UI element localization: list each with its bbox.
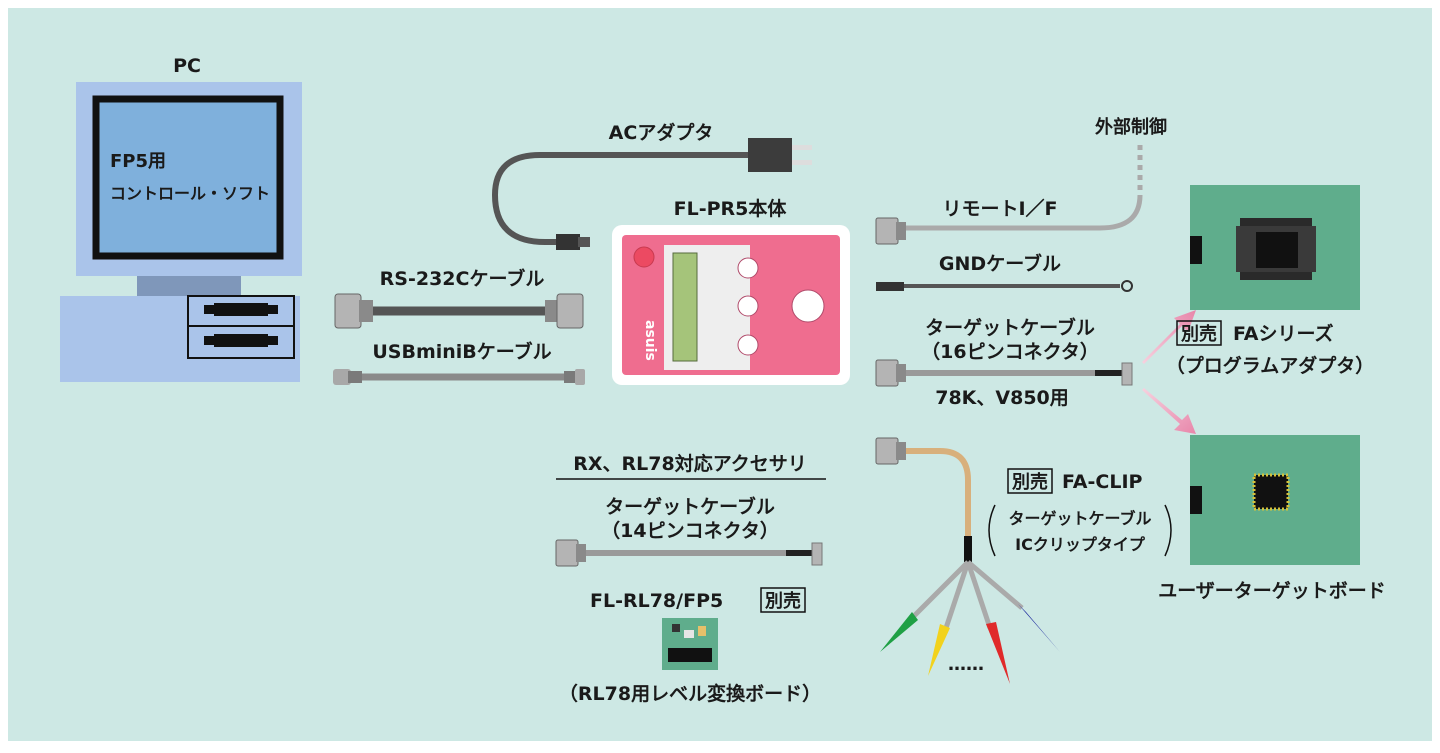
rl78-level-board-label: （RL78用レベル変換ボード） — [559, 682, 821, 705]
clip-green — [880, 612, 918, 652]
target-cable-16-line1: ターゲットケーブル — [925, 316, 1095, 339]
clip-blue — [1018, 604, 1060, 652]
user-target-board: ユーザーターゲットボード — [1158, 435, 1386, 602]
arrow-to-user-board — [1142, 388, 1196, 434]
user-target-board-label: ユーザーターゲットボード — [1158, 580, 1386, 602]
usb-cable-label: USBminiBケーブル — [372, 340, 551, 363]
clip-yellow — [928, 624, 950, 676]
external-control-label: 外部制御 — [1095, 116, 1167, 138]
rs232c-cable: RS-232Cケーブル — [334, 267, 584, 329]
fa-clip-tag — [1007, 468, 1053, 494]
fa-series-sub: （プログラムアダプタ） — [1166, 354, 1374, 377]
clip-red — [986, 622, 1010, 684]
clip-dots: …… — [948, 654, 984, 675]
gnd-cable: GNDケーブル — [876, 252, 1133, 292]
target-ic-chip — [1252, 473, 1290, 511]
for-78k-v850-label: 78K、V850用 — [935, 387, 1069, 409]
rx-rl78-accessory-label: RX、RL78対応アクセサリ — [573, 452, 807, 475]
unit-button-3 — [737, 334, 759, 356]
svg-text:別売: 別売 — [765, 590, 801, 612]
arrow-to-fa-series — [1142, 310, 1196, 364]
ac-adapter-label: ACアダプタ — [609, 121, 714, 144]
remote-if-cable: 外部制御 リモートI／F — [875, 116, 1167, 245]
unit-button-1 — [737, 257, 759, 279]
lcd-screen — [672, 252, 698, 362]
gnd-cable-label: GNDケーブル — [939, 252, 1061, 275]
fa-series-label: FAシリーズ — [1233, 322, 1334, 345]
target-cable-16-line2: （16ピンコネクタ） — [921, 340, 1099, 363]
power-led — [633, 246, 655, 268]
target-cable-14-line1: ターゲットケーブル — [605, 495, 775, 518]
fl-pr5-unit: FL-PR5本体 asuis — [612, 197, 850, 385]
fa-clip-sub-line1: ターゲットケーブル — [1008, 509, 1151, 528]
unit-big-button — [791, 289, 825, 323]
fa-clip-cable: …… 別売 FA-CLIP ターゲットケーブル ICクリップタイプ — [875, 437, 1172, 684]
fl-rl78-tag — [760, 587, 806, 613]
main-unit-label: FL-PR5本体 — [674, 197, 788, 220]
rs232c-cable-label: RS-232Cケーブル — [380, 267, 545, 290]
pc-label: PC — [173, 55, 201, 77]
fa-clip-sub-line2: ICクリップタイプ — [1015, 535, 1146, 554]
fl-rl78-label: FL-RL78/FP5 — [590, 590, 723, 612]
pc-software-line2: コントロール・ソフト — [110, 184, 270, 203]
fa-series-tag — [1176, 320, 1222, 346]
unit-button-2 — [737, 295, 759, 317]
fa-series-board: 別売 FAシリーズ （プログラムアダプタ） — [1166, 185, 1374, 377]
level-converter-board — [662, 618, 718, 670]
svg-text:別売: 別売 — [1012, 471, 1048, 493]
svg-text:別売: 別売 — [1181, 323, 1217, 345]
pc-screen — [92, 95, 284, 260]
remote-if-label: リモートI／F — [942, 197, 1057, 220]
ac-adapter: ACアダプタ — [491, 121, 812, 250]
pc-illustration: PC FP5用 コントロール・ソフト — [60, 55, 302, 382]
pc-software-line1: FP5用 — [110, 151, 166, 172]
target-cable-14-line2: （14ピンコネクタ） — [601, 519, 779, 542]
pc-stand — [137, 276, 241, 296]
usb-cable: USBminiBケーブル — [333, 340, 585, 385]
fa-clip-label: FA-CLIP — [1062, 471, 1143, 493]
target-cable-16pin: ターゲットケーブル （16ピンコネクタ） 78K、V850用 — [875, 316, 1133, 409]
rx-rl78-accessory: RX、RL78対応アクセサリ ターゲットケーブル （14ピンコネクタ） FL-R… — [555, 452, 826, 705]
device-logo: asuis — [642, 320, 658, 361]
